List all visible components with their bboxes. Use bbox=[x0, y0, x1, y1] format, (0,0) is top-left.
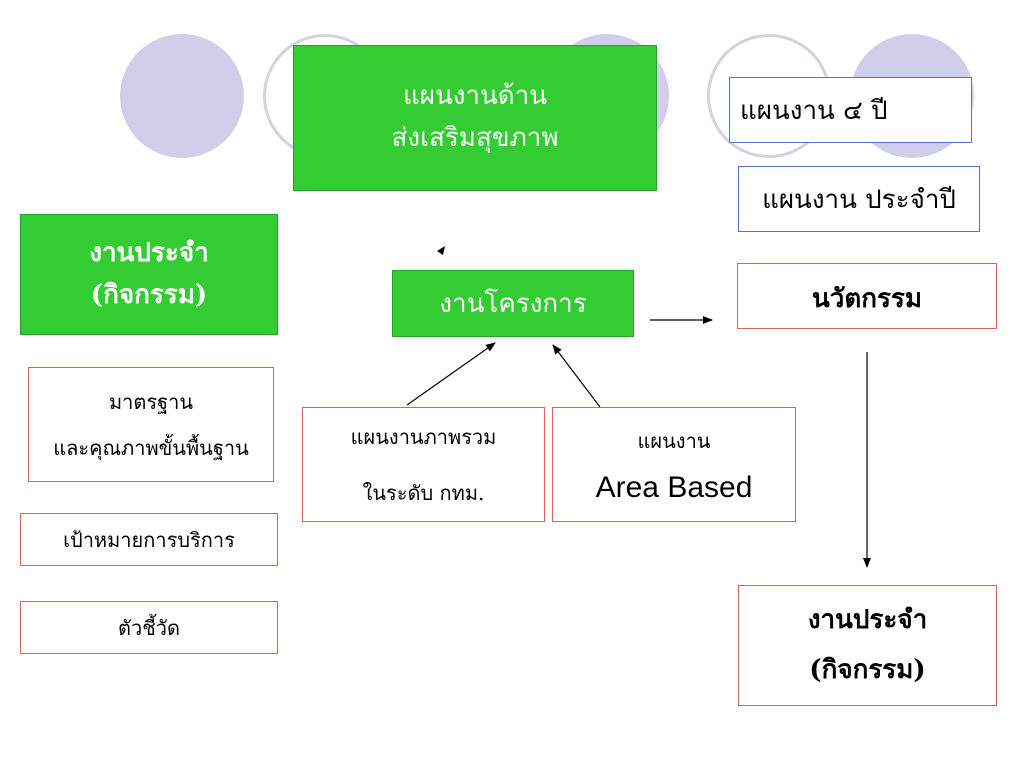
innovation-label: นวัตกรรม bbox=[811, 284, 923, 314]
health-plan-line-2: ส่งเสริมสุขภาพ bbox=[391, 123, 559, 153]
innovation-box: นวัตกรรม bbox=[737, 263, 997, 329]
routine-right-line-2: (กิจกรรม) bbox=[809, 654, 926, 685]
health-promotion-plan-box: แผนงานด้าน ส่งเสริมสุขภาพ bbox=[293, 45, 657, 191]
routine-activity-right-box: งานประจำ (กิจกรรม) bbox=[738, 585, 997, 706]
project-work-box: งานโครงการ bbox=[392, 270, 634, 337]
area-plan-line-1: แผนงาน bbox=[637, 428, 711, 453]
indicator-box: ตัวชี้วัด bbox=[20, 601, 278, 654]
arrow-fragment bbox=[437, 246, 445, 255]
routine-right-line-1: งานประจำ bbox=[807, 605, 928, 636]
plan-4-year-label: แผนงาน ๔ ปี bbox=[740, 95, 888, 126]
plan-annual-box: แผนงาน ประจำปี bbox=[738, 166, 980, 232]
overall-plan-line-1: แผนงานภาพรวม bbox=[350, 424, 497, 449]
overall-plan-box: แผนงานภาพรวม ในระดับ กทม. bbox=[302, 407, 545, 522]
plan-annual-label: แผนงาน ประจำปี bbox=[762, 184, 956, 215]
standard-box: มาตรฐาน และคุณภาพขั้นพื้นฐาน bbox=[28, 367, 274, 482]
service-target-label: เป้าหมายการบริการ bbox=[63, 527, 235, 552]
routine-activity-left-box: งานประจำ (กิจกรรม) bbox=[20, 214, 278, 335]
service-target-box: เป้าหมายการบริการ bbox=[20, 513, 278, 566]
standard-line-2: และคุณภาพขั้นพื้นฐาน bbox=[53, 435, 249, 460]
overall-plan-line-2: ในระดับ กทม. bbox=[362, 480, 485, 505]
routine-left-line-2: (กิจกรรม) bbox=[90, 279, 208, 310]
routine-left-line-1: งานประจำ bbox=[89, 237, 209, 268]
project-work-label: งานโครงการ bbox=[439, 289, 587, 319]
arrow-overall-to-project bbox=[406, 342, 496, 406]
area-plan-line-2: Area Based bbox=[595, 470, 753, 504]
arrow-area-to-project bbox=[552, 344, 601, 408]
area-based-plan-box: แผนงาน Area Based bbox=[552, 407, 796, 522]
health-plan-line-1: แผนงานด้าน bbox=[402, 81, 548, 112]
plan-4-year-box: แผนงาน ๔ ปี bbox=[729, 77, 972, 143]
indicator-label: ตัวชี้วัด bbox=[117, 615, 180, 640]
standard-line-1: มาตรฐาน bbox=[108, 389, 194, 414]
decor-circle-1 bbox=[120, 34, 244, 158]
